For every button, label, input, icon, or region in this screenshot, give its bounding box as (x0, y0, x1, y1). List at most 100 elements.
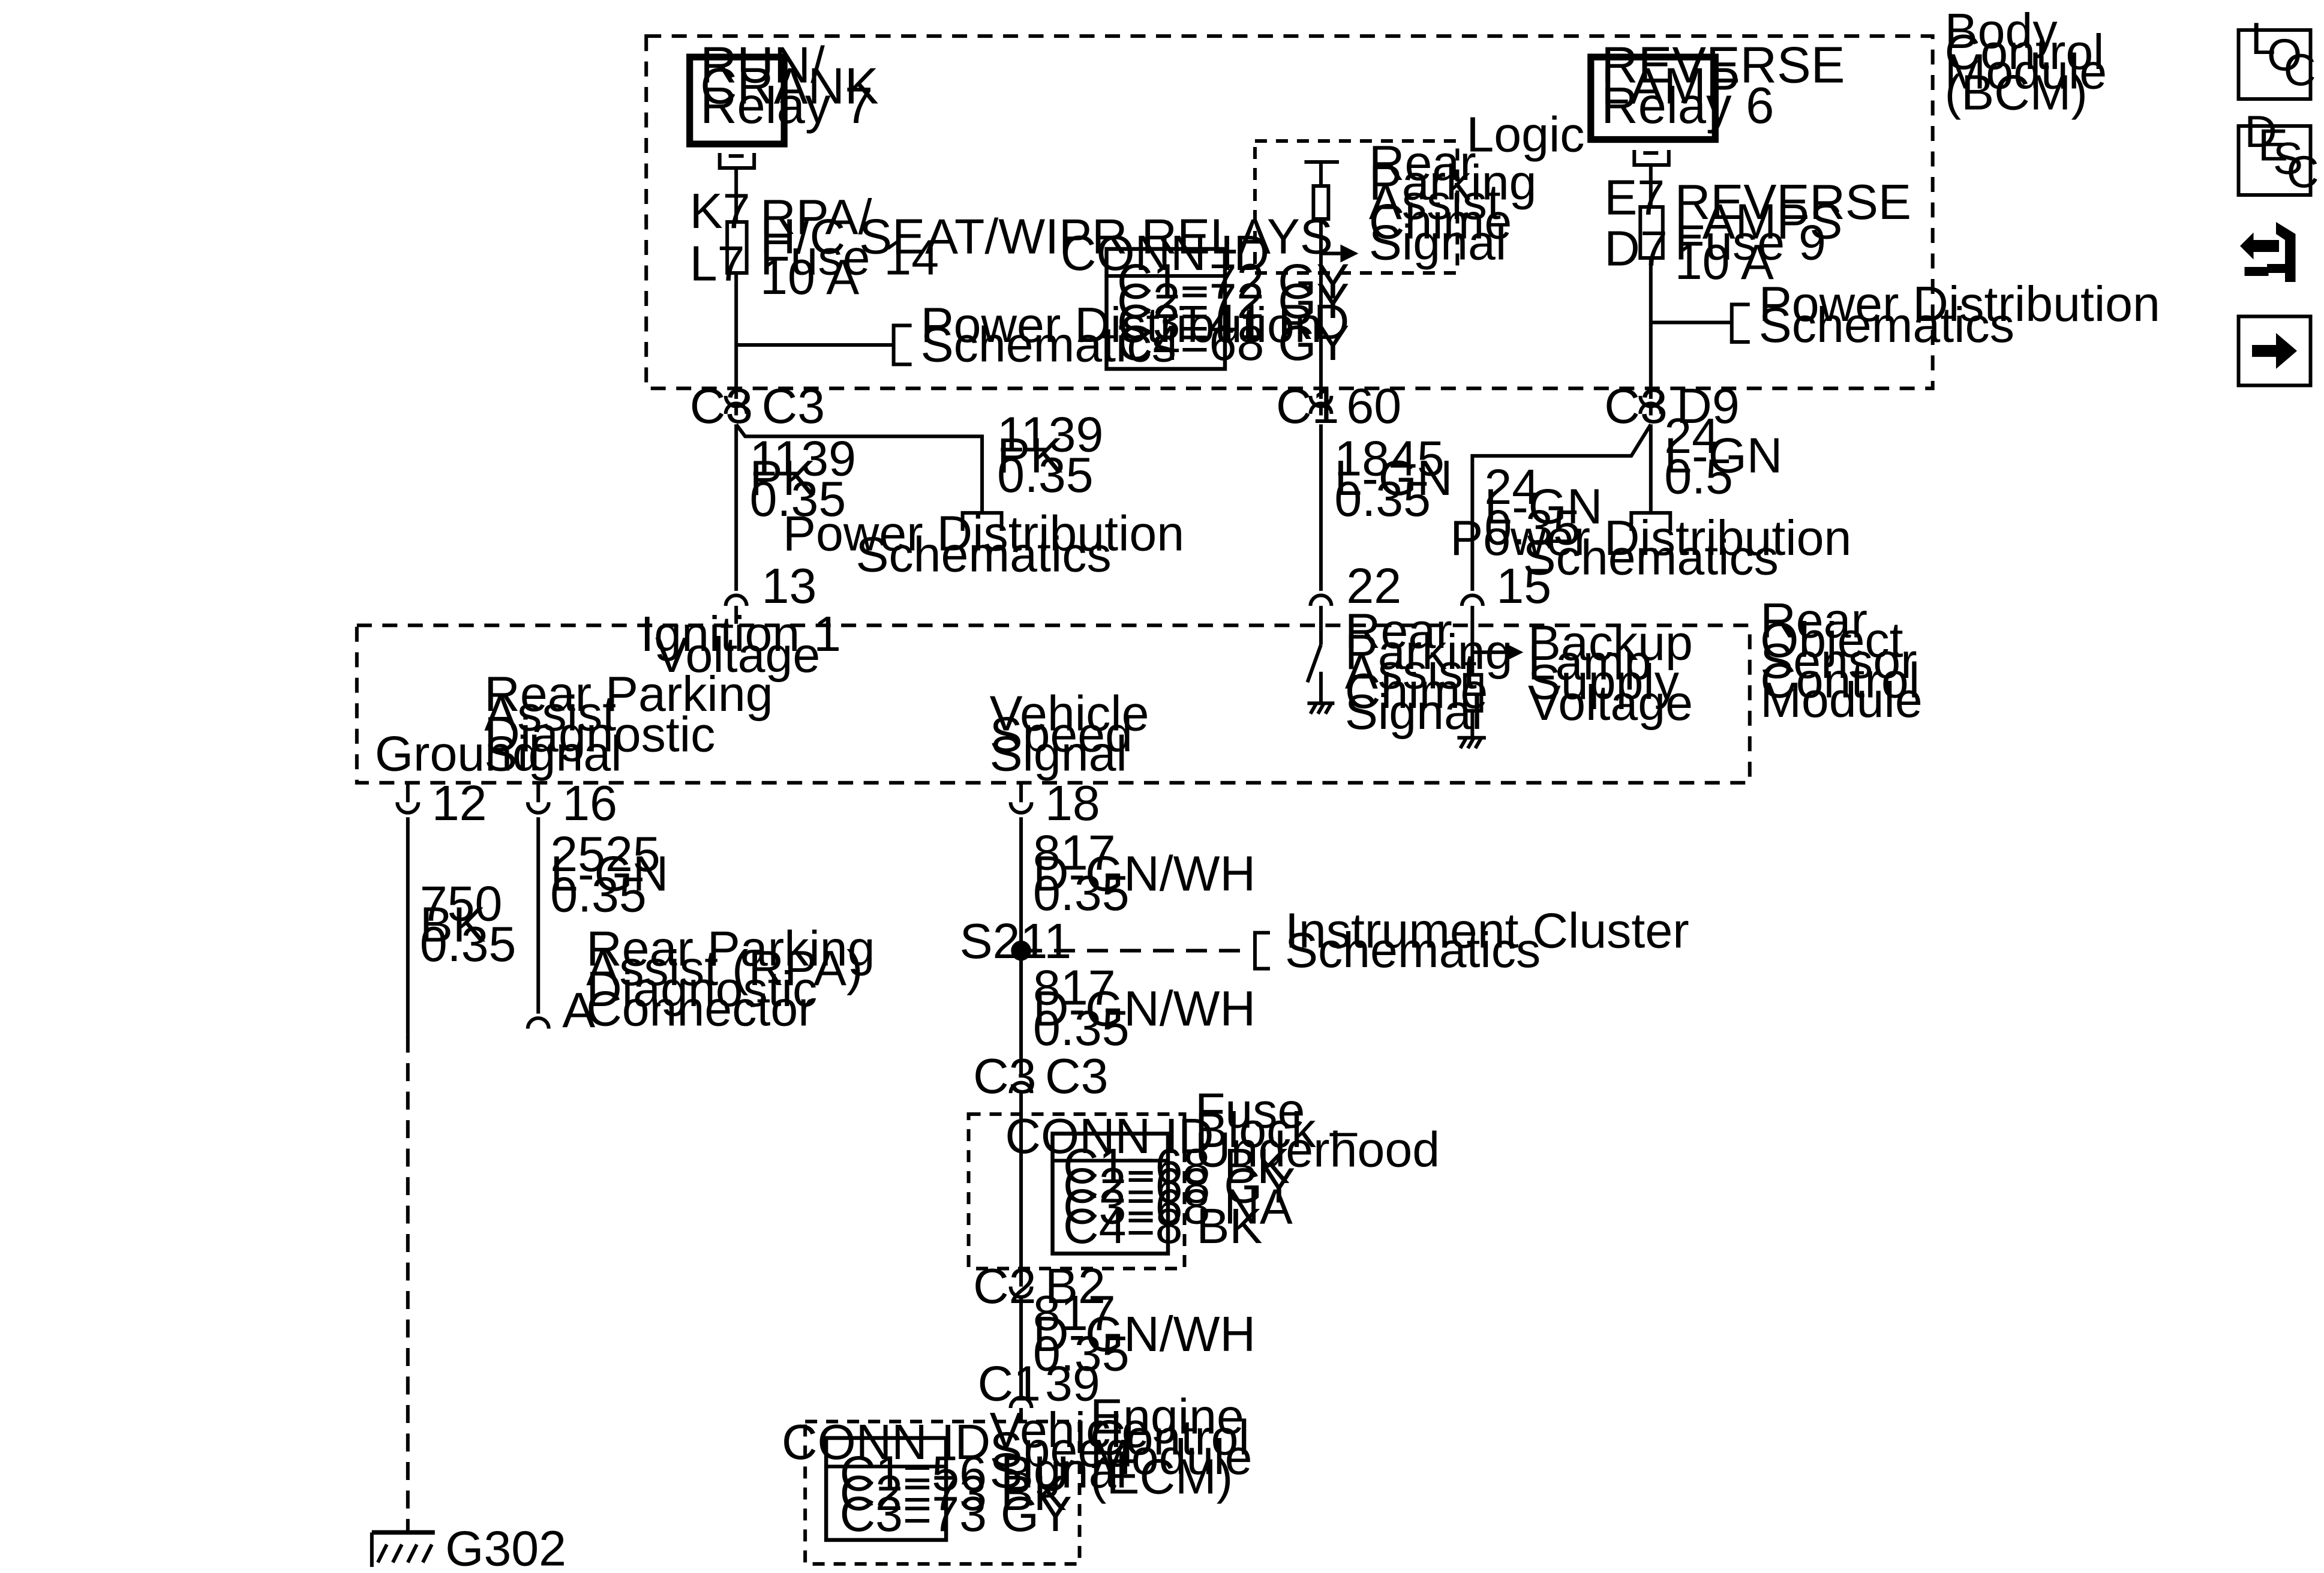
fuse-block-name-1: Fuse (1195, 1083, 1305, 1139)
loc-letter-o: O (2267, 30, 2302, 80)
wire-1139-main-3: 0.35 (750, 472, 846, 527)
connector-fuseblock-bottom (1008, 1286, 1034, 1299)
splice-label: S211 (960, 914, 1071, 969)
bcm-conn-id-row-1: C1=72 GY (1117, 254, 1349, 309)
bcm-pin-mid-b: 60 (1346, 379, 1401, 434)
next-button[interactable] (2239, 316, 2311, 385)
pds-bracket-1 (891, 323, 912, 367)
rosm-backup-4: Voltage (1528, 676, 1693, 731)
next-arrow-icon[interactable] (2252, 332, 2298, 369)
rosm-diag-4: Signal (484, 727, 621, 782)
chime-switch (1305, 644, 1323, 683)
ecm-conn-title: CONN ID (782, 1415, 990, 1470)
bcm-conn-id-row-2: C2=72 GY (1117, 274, 1349, 329)
wire-750-1: 750 (420, 876, 503, 932)
bcm-pin-right-b: D9 (1676, 379, 1739, 434)
wire-817c-2: D-GN/WH (1033, 1307, 1256, 1362)
rosm-boundary (355, 623, 1752, 785)
reverse-lamp-relay-box (1587, 53, 1719, 143)
fuse14-label-1: RPA/ (760, 190, 872, 245)
wire-1845-1: 1845 (1334, 431, 1444, 486)
ground-label: G302 (445, 1521, 566, 1573)
ecm-name-1: Engine (1090, 1389, 1244, 1444)
rosm-pin-22: 22 (1346, 559, 1401, 614)
pin-18 (1008, 801, 1034, 815)
loc-button-frame (2236, 28, 2313, 101)
bcm-conn-id-row-3: C3=41 RD (1117, 295, 1349, 350)
rpa-connector-pin (526, 1016, 551, 1029)
rosm-pin-16: 16 (562, 776, 617, 831)
fuse14-label-4: 10 A (760, 250, 859, 305)
rosm-diag-2: Assist (484, 686, 616, 741)
ecm-conn-row-1: C1=56 BU (840, 1446, 1070, 1501)
desc-letter-e: E (2258, 120, 2288, 170)
desc-letter-c: C (2287, 147, 2319, 197)
wire-1845-2: L-GN (1334, 451, 1452, 506)
logic-signal-2: Parking (1369, 155, 1537, 211)
bcm-conn-id-row-4: C4=68 GY (1117, 316, 1349, 371)
run-crank-label-2: CRANK (700, 58, 878, 115)
fuse14-pin-bottom: L7 (690, 236, 745, 291)
wire-817a-3: 0.35 (1033, 866, 1130, 921)
wire-1139-branch-3: 0.35 (997, 448, 1094, 503)
bcm-conn-id-title: CONN ID (1061, 226, 1269, 281)
logic-signal-5: Signal (1369, 215, 1506, 270)
fuse14-pin-top: K7 (690, 184, 750, 239)
pds-2-line-2: Schematics (855, 527, 1111, 582)
rpa-connector-pin-label: A (562, 983, 595, 1038)
fuse-block-conn-row-1: C1=68 BK (1063, 1139, 1290, 1194)
bcm-pin-mid-a: C1 (1276, 379, 1339, 434)
reverse-lamp-label-3: Relay 6 (1601, 77, 1774, 134)
wire-817c-1: 817 (1033, 1286, 1116, 1341)
desc-letter-s: S (2273, 133, 2303, 184)
fuse-block-pin-bottom-a: C2 (973, 1259, 1036, 1314)
desc-button[interactable]: D E S C (2239, 106, 2319, 197)
ecm-boundary (803, 1419, 1082, 1566)
schematic-swap-icon[interactable] (2240, 221, 2296, 282)
wire-817b-1: 817 (1033, 960, 1116, 1016)
wire-1139-main-2: PK (750, 451, 816, 506)
run-crank-label-1: RUN/ (700, 37, 825, 94)
pds-4-line-2: Schematics (1523, 530, 1779, 585)
wire-2525-2: L-GN (550, 846, 668, 902)
fuse-block-name-3: Underhood (1195, 1122, 1440, 1178)
loc-button[interactable]: L O C (2239, 13, 2316, 99)
logic-signal-3: Assist (1369, 175, 1501, 230)
bcm-name-3: Module (1945, 44, 2107, 100)
connector-fuseblock-top (1008, 1080, 1034, 1094)
rosm-vss-3: Signal (990, 727, 1127, 782)
ecm-signal-3: Signal (990, 1443, 1127, 1498)
run-crank-label-3: Relay 7 (700, 77, 873, 134)
wire-1139-main-1: 1139 (750, 431, 856, 486)
instrument-cluster-2: Schematics (1285, 923, 1541, 978)
rosm-ignition-1: Ignition 1 (640, 607, 841, 662)
wire-817b-3: 0.35 (1033, 1001, 1130, 1056)
pin-16 (526, 801, 551, 815)
rosm-name-4: Control (1760, 653, 1920, 708)
wire-750-2: BK (420, 897, 486, 953)
wire-24b-3: 0.5 (1664, 449, 1733, 504)
wire-1139-branch (734, 423, 984, 513)
desc-letter-d: D (2245, 106, 2277, 157)
rosm-diag-1: Rear Parking (484, 667, 773, 722)
bcm-name-1: Body (1945, 4, 2058, 59)
logic-signal-1: Rear (1369, 136, 1476, 191)
rpa-connector-label-4: Connector (586, 981, 815, 1037)
rosm-chime-3: Assist (1345, 644, 1477, 699)
pds-1-line-1: Power Distribution (921, 298, 1322, 353)
rosm-pin-13: 13 (762, 559, 817, 614)
reverse-lamp-label-2: LAMP (1601, 58, 1740, 115)
rosm-backup-3: Supply (1528, 655, 1680, 710)
rosm-diag-3: Diagnostic (484, 707, 715, 762)
wire-24b-2: L-GN (1664, 428, 1782, 483)
wire-817c-3: 0.35 (1033, 1326, 1130, 1381)
wire-2525-1: 2525 (550, 827, 660, 882)
ecm-signal-1: Vehicle (990, 1403, 1149, 1458)
pds-bracket-2 (960, 511, 1004, 531)
rosm-pin-18: 18 (1045, 776, 1100, 831)
logic-name: Logic (1466, 107, 1584, 163)
fuse14-label-2: H/C SEAT/WIPR RELAYS (760, 209, 1333, 264)
pin-13 (723, 593, 749, 607)
fuse-block-conn-row-3: C3=68 NA (1063, 1179, 1293, 1235)
bcm-pin-right-a: C3 (1604, 379, 1667, 434)
